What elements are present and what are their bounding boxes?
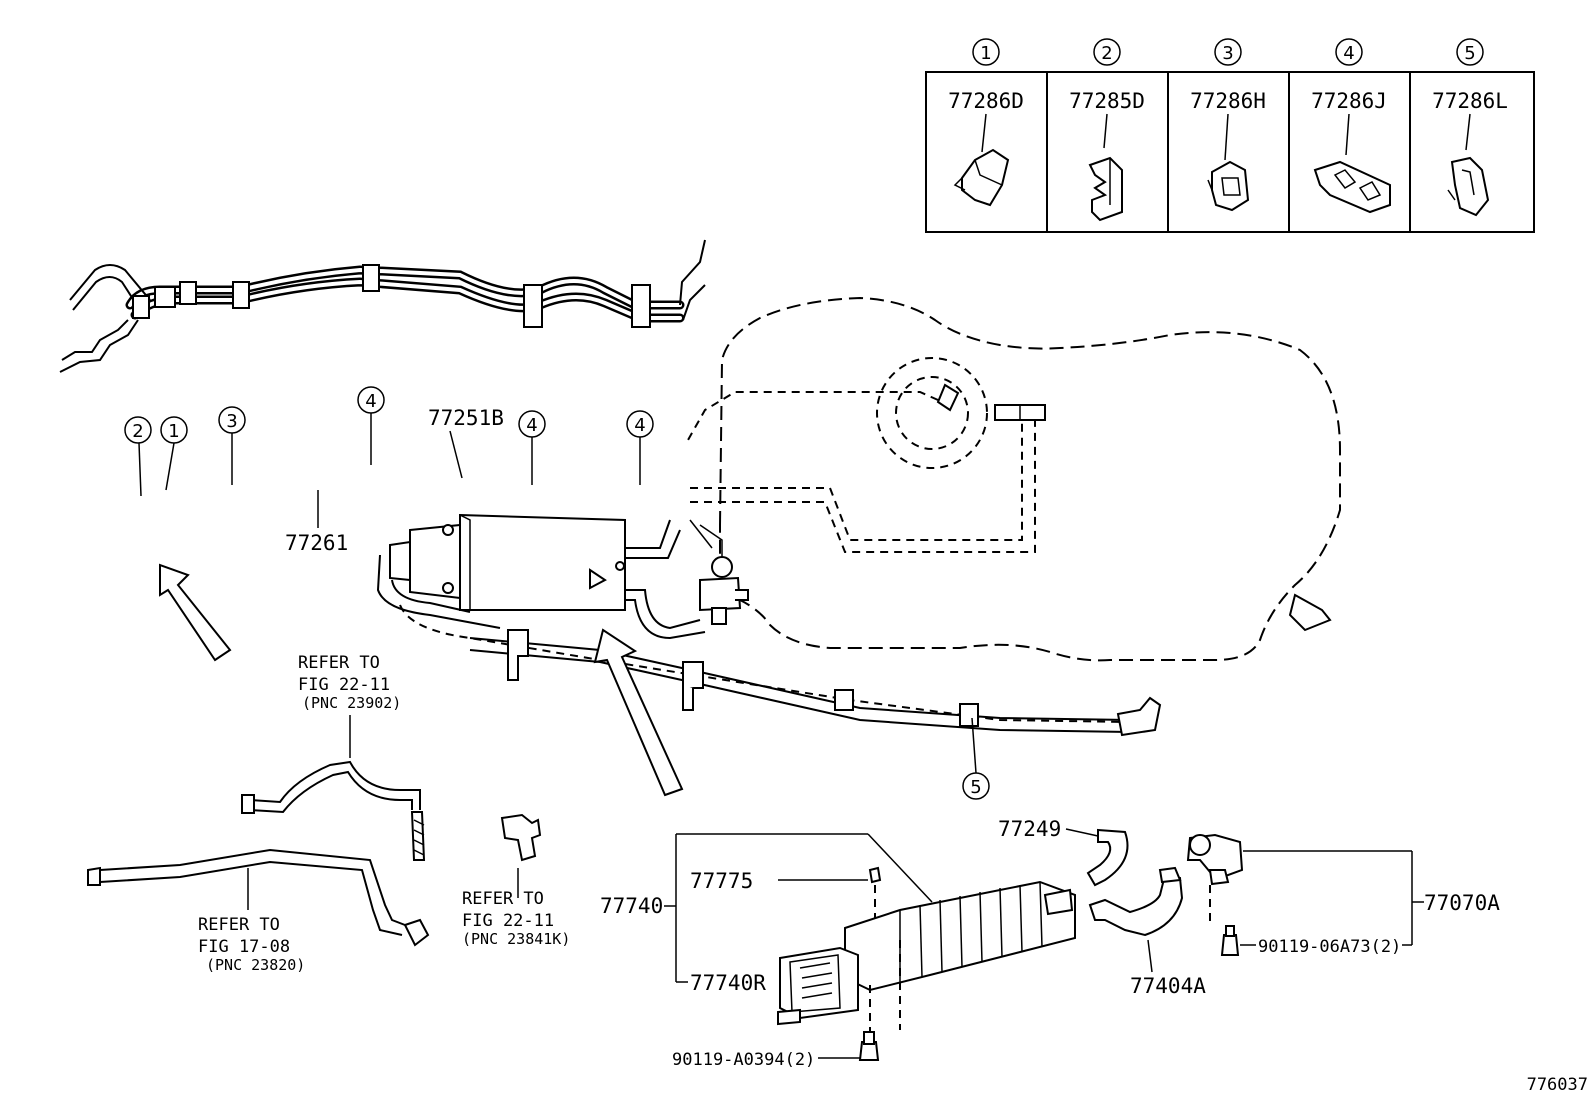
svg-text:1: 1: [168, 421, 179, 442]
fuel-tank-outline: [687, 296, 1341, 662]
callout-4a: 4: [357, 386, 385, 465]
callout-4b: 4: [518, 410, 546, 485]
svg-text:FIG 22-11: FIG 22-11: [298, 675, 390, 695]
legend-index-3: 3: [1214, 38, 1242, 66]
hose-77249: 77249: [998, 817, 1129, 887]
legend-index-2: 2: [1093, 38, 1121, 66]
label-77775: 77775: [690, 869, 753, 893]
label-90119-A0394: 90119-A0394(2): [672, 1050, 815, 1070]
clip-77286D-icon: [953, 148, 1010, 207]
svg-text:(PNC 23902): (PNC 23902): [302, 694, 401, 712]
svg-text:(PNC 23820): (PNC 23820): [206, 956, 305, 974]
label-77251B: 77251B: [428, 406, 504, 430]
label-77740: 77740: [600, 894, 663, 918]
legend-part-no-2: 77285D: [1069, 89, 1145, 113]
callout-1: 1: [160, 416, 188, 491]
callout-3: 3: [218, 406, 246, 485]
svg-text:5: 5: [1464, 43, 1475, 64]
diagram-id: 776037: [1527, 1075, 1588, 1095]
svg-text:2: 2: [132, 421, 143, 442]
svg-text:FIG 17-08: FIG 17-08: [198, 937, 290, 957]
ref-fig-22-11-a: REFER TO FIG 22-11 (PNC 23902): [241, 653, 426, 861]
svg-text:1: 1: [980, 43, 991, 64]
legend-part-no-4: 77286J: [1311, 89, 1387, 113]
label-77249: 77249: [998, 817, 1061, 841]
vent-line-long: [399, 604, 1162, 737]
legend-index-1: 1: [972, 38, 1000, 66]
label-90119-06A73: 90119-06A73(2): [1258, 937, 1401, 957]
label-77404A: 77404A: [1130, 974, 1206, 998]
legend-part-no-5: 77286L: [1432, 89, 1508, 113]
callout-5: 5: [962, 717, 990, 800]
line-clips: [132, 264, 651, 328]
legend-index-4: 4: [1335, 38, 1363, 66]
ref-fig-22-11-b: REFER TO FIG 22-11 (PNC 23841K): [462, 813, 570, 948]
hose-77404A: 77404A: [1088, 866, 1206, 998]
clip-77286H-icon: [1207, 160, 1250, 212]
legend-index-5: 5: [1456, 38, 1484, 66]
clip-77286J-icon: [1313, 160, 1391, 214]
valve-77070A: 77070A 90119-06A73(2): [1186, 833, 1500, 957]
direction-arrow-left: [159, 563, 232, 662]
clip-legend-table: 1 2 3 4 5 77286D 77285D 77286H 77286J 77…: [925, 38, 1535, 233]
svg-text:REFER TO: REFER TO: [462, 889, 544, 909]
svg-text:4: 4: [634, 415, 645, 436]
svg-text:3: 3: [1222, 43, 1233, 64]
label-77070A: 77070A: [1424, 891, 1500, 915]
label-77261: 77261: [285, 531, 348, 555]
label-77740R: 77740R: [690, 971, 766, 995]
callout-4c: 4: [626, 410, 654, 485]
callout-2: 2: [124, 416, 152, 497]
svg-text:FIG 22-11: FIG 22-11: [462, 911, 554, 931]
svg-text:4: 4: [526, 415, 537, 436]
ref-fig-17-08: REFER TO FIG 17-08 (PNC 23820): [87, 848, 430, 974]
legend-part-no-3: 77286H: [1190, 89, 1266, 113]
svg-text:4: 4: [1343, 43, 1354, 64]
svg-text:3: 3: [226, 411, 237, 432]
direction-arrow-center: [593, 628, 684, 797]
clip-77286L-icon: [1447, 156, 1490, 217]
clip-77285D-icon: [1088, 156, 1123, 222]
canister-77740-detail: 77740 77775 77740R 90119-A0394(2): [600, 833, 1076, 1070]
svg-text:4: 4: [365, 391, 376, 412]
svg-text:REFER TO: REFER TO: [198, 915, 280, 935]
svg-text:5: 5: [970, 777, 981, 798]
legend-part-no-1: 77286D: [948, 89, 1024, 113]
svg-text:REFER TO: REFER TO: [298, 653, 380, 673]
canister-assembly: [376, 513, 749, 640]
svg-text:(PNC 23841K): (PNC 23841K): [462, 930, 570, 948]
svg-text:2: 2: [1101, 43, 1112, 64]
